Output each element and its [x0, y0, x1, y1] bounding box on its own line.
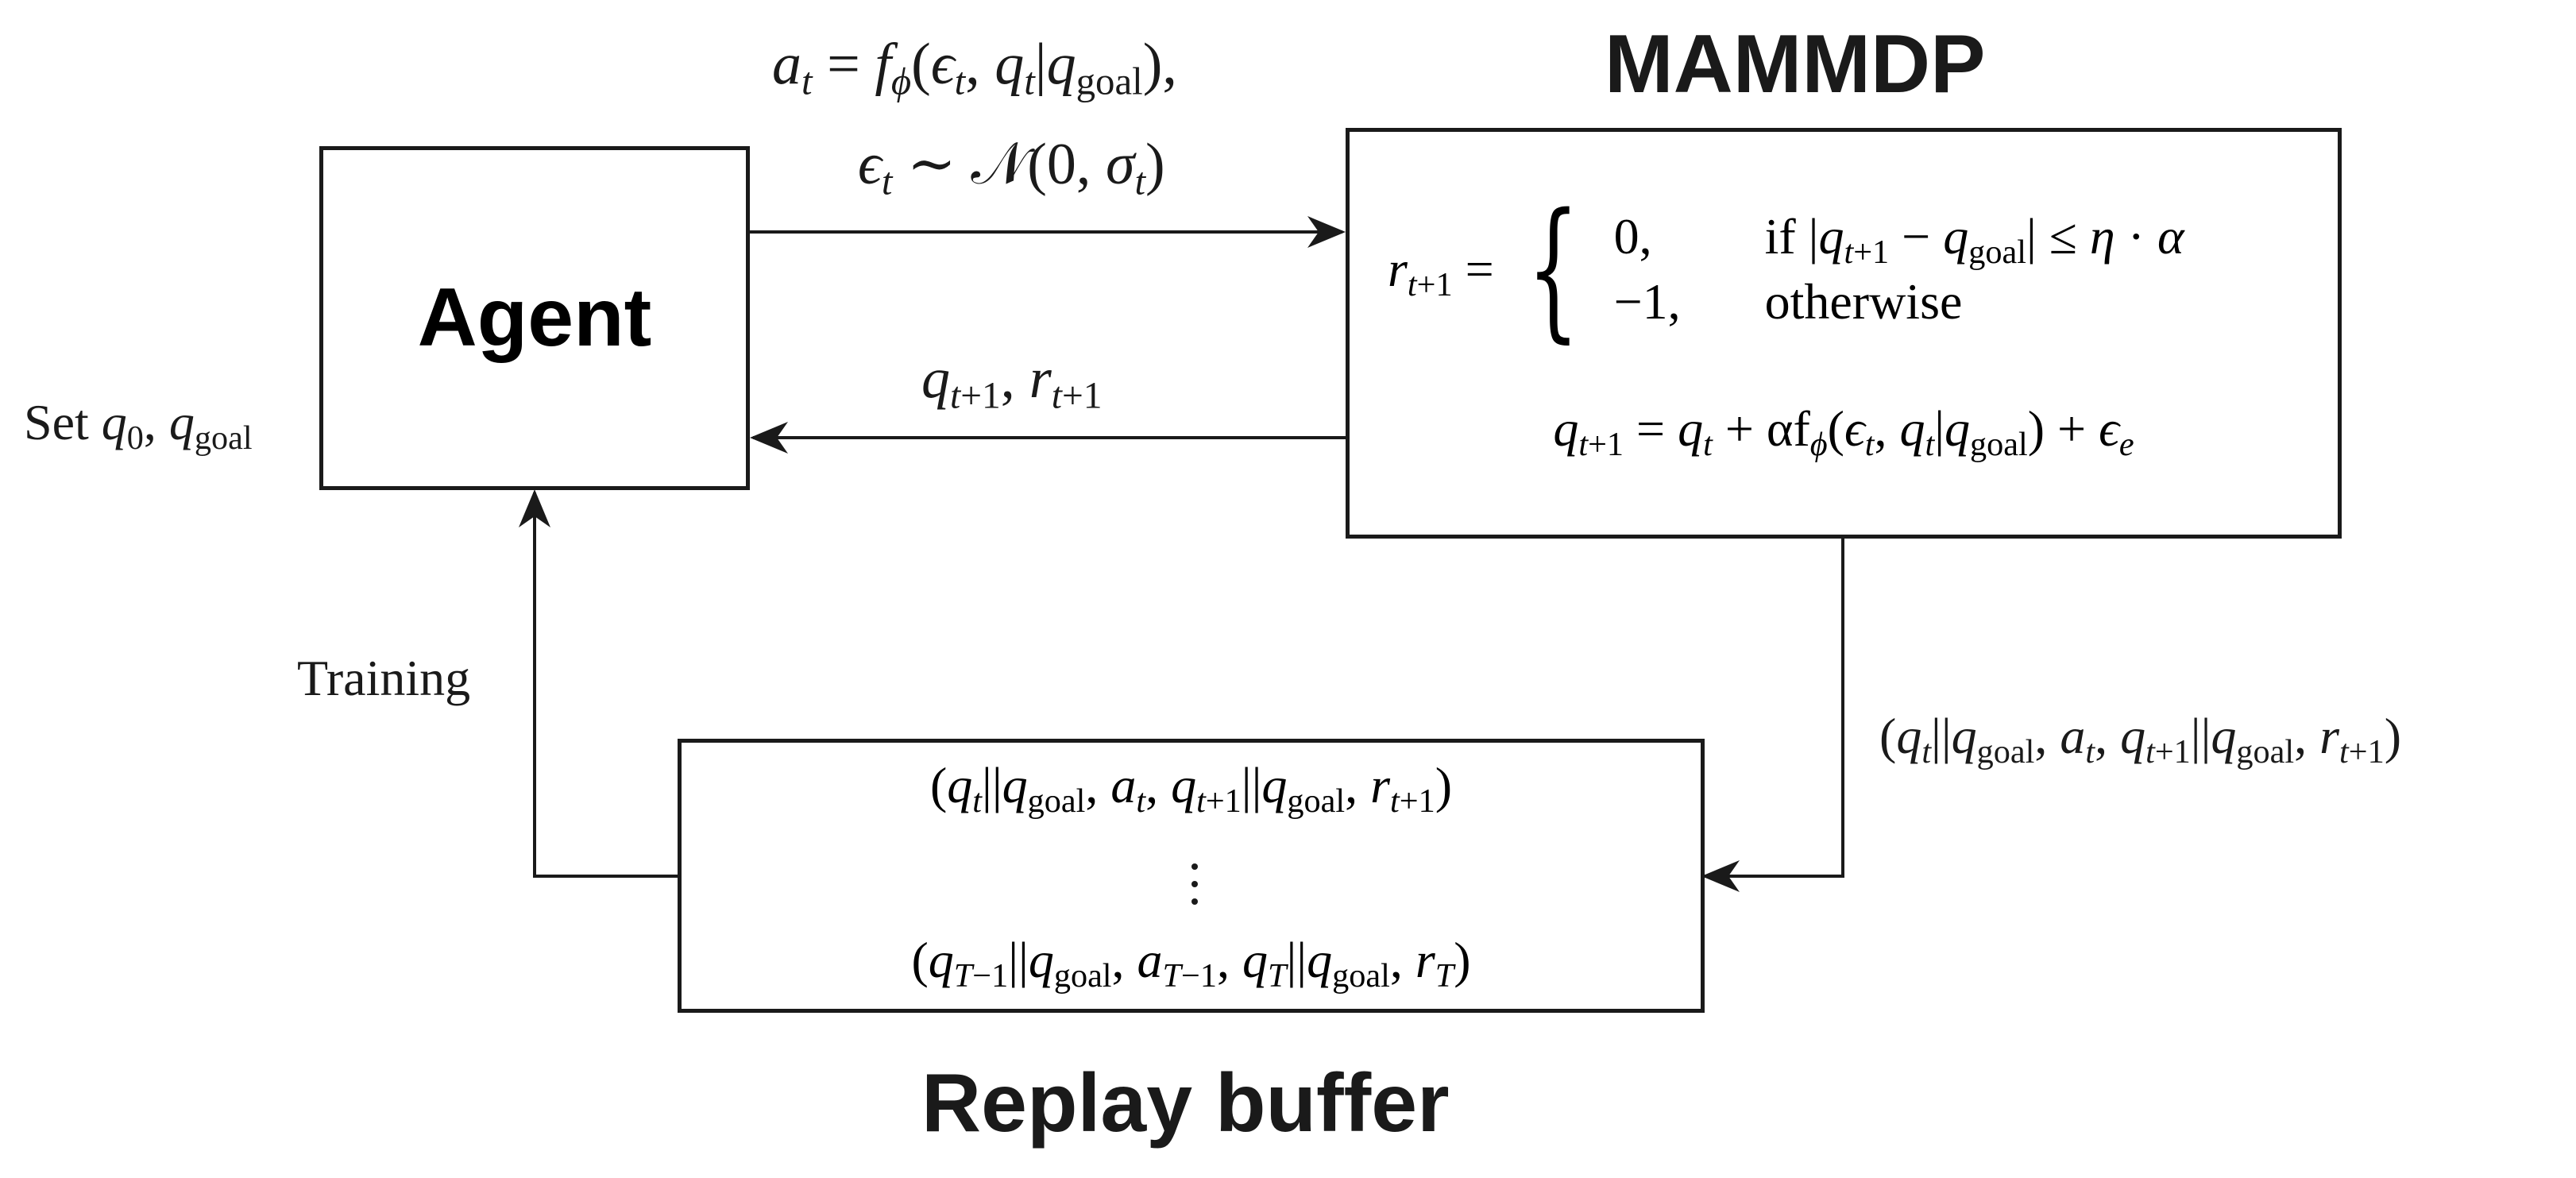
replay-buffer-title: Replay buffer: [921, 1057, 1450, 1149]
replay-buffer-box: (qt||qgoal, at, qt+1||qgoal, rt+1) (qT−1…: [678, 739, 1705, 1013]
case1-value: 0,: [1613, 208, 1652, 265]
agent-label: Agent: [417, 272, 652, 364]
reward-equation: rt+1 = { 0, if |qt+1 − qgoal| ≤ η · α −1…: [1388, 194, 2184, 345]
case2-value: −1,: [1613, 273, 1681, 330]
mammdp-box: rt+1 = { 0, if |qt+1 − qgoal| ≤ η · α −1…: [1346, 128, 2342, 539]
transition-label: (qt||qgoal, at, qt+1||qgoal, rt+1): [1879, 708, 2402, 771]
dynamics-equation: qt+1 = qt + αfϕ(ϵt, qt|qgoal) + ϵe: [1553, 400, 2134, 463]
mammdp-title: MAMMDP: [1605, 18, 1986, 110]
case2-condition: otherwise: [1764, 273, 1963, 330]
action-equation-line1: at = fϕ(ϵt, qt|qgoal),: [772, 32, 1177, 103]
reward-lhs: rt+1 =: [1388, 241, 1494, 303]
reward-cases: 0, if |qt+1 − qgoal| ≤ η · α −1, otherwi…: [1614, 211, 2184, 327]
buffer-ellipsis: [1191, 863, 1198, 905]
arrow-buffer-to-agent: [519, 489, 679, 878]
agent-box: Agent: [319, 146, 750, 490]
training-label: Training: [297, 650, 471, 706]
set-initial-label: Set q0, qgoal: [24, 394, 253, 457]
feedback-label: qt+1, rt+1: [921, 346, 1103, 417]
buffer-first-entry: (qt||qgoal, at, qt+1||qgoal, rt+1): [929, 757, 1453, 820]
action-equation-line2: ϵt ∼ 𝒩(0, σt): [858, 132, 1165, 203]
case1-condition: if |qt+1 − qgoal| ≤ η · α: [1764, 208, 2184, 271]
cases-brace: {: [1526, 181, 1580, 357]
buffer-last-entry: (qT−1||qgoal, aT−1, qT||qgoal, rT): [911, 932, 1471, 995]
arrow-mammdp-to-buffer: [1701, 539, 1844, 892]
